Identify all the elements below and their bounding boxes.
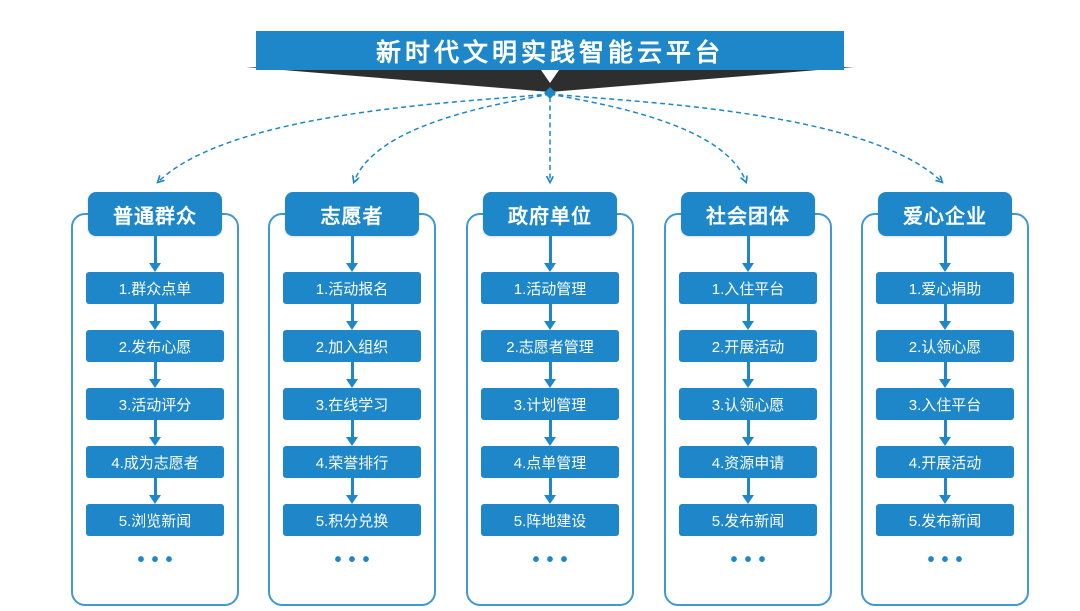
step-box: 3.在线学习 bbox=[283, 388, 421, 420]
step-box: 5.阵地建设 bbox=[481, 504, 619, 536]
arrow-down-icon bbox=[149, 304, 161, 330]
column-social-groups: 社会团体 1.入住平台 2.开展活动 3.认领心愿 4.资源申请 5.发布新闻 … bbox=[663, 192, 833, 606]
dashed-connector-5 bbox=[549, 93, 942, 182]
dashed-connector-2 bbox=[354, 93, 551, 182]
step-box: 1.入住平台 bbox=[679, 272, 817, 304]
chevron-down-icon bbox=[541, 70, 559, 83]
step-box: 2.加入组织 bbox=[283, 330, 421, 362]
arrow-down-icon bbox=[742, 236, 754, 272]
arrow-down-icon bbox=[544, 236, 556, 272]
step-box: 3.入住平台 bbox=[876, 388, 1014, 420]
dashed-connector-1 bbox=[158, 93, 551, 182]
arrow-down-icon bbox=[742, 478, 754, 504]
arrow-down-icon bbox=[939, 304, 951, 330]
step-box: 1.活动报名 bbox=[283, 272, 421, 304]
step-box: 2.志愿者管理 bbox=[481, 330, 619, 362]
arrow-down-icon bbox=[939, 420, 951, 446]
arrow-down-icon bbox=[346, 304, 358, 330]
step-box: 2.认领心愿 bbox=[876, 330, 1014, 362]
platform-title: 新时代文明实践智能云平台 bbox=[375, 38, 724, 67]
step-box: 2.发布心愿 bbox=[86, 330, 224, 362]
arrow-down-icon bbox=[544, 304, 556, 330]
ellipsis-more: ••• bbox=[334, 549, 377, 571]
step-box: 4.荣誉排行 bbox=[283, 446, 421, 478]
column-header: 社会团体 bbox=[681, 192, 815, 236]
step-box: 5.浏览新闻 bbox=[86, 504, 224, 536]
column-volunteers: 志愿者 1.活动报名 2.加入组织 3.在线学习 4.荣誉排行 5.积分兑换 •… bbox=[267, 192, 437, 606]
ellipsis-more: ••• bbox=[137, 549, 180, 571]
step-box: 3.计划管理 bbox=[481, 388, 619, 420]
step-box: 1.活动管理 bbox=[481, 272, 619, 304]
arrow-down-icon bbox=[346, 362, 358, 388]
dashed-connector-4 bbox=[549, 93, 746, 182]
arrow-down-icon bbox=[939, 478, 951, 504]
step-box: 4.成为志愿者 bbox=[86, 446, 224, 478]
column-government-units: 政府单位 1.活动管理 2.志愿者管理 3.计划管理 4.点单管理 5.阵地建设… bbox=[465, 192, 635, 606]
arrow-down-icon bbox=[939, 362, 951, 388]
arrow-down-icon bbox=[149, 236, 161, 272]
arrow-down-icon bbox=[346, 478, 358, 504]
step-box: 3.活动评分 bbox=[86, 388, 224, 420]
column-ordinary-people: 普通群众 1.群众点单 2.发布心愿 3.活动评分 4.成为志愿者 5.浏览新闻… bbox=[70, 192, 240, 606]
ellipsis-more: ••• bbox=[927, 549, 970, 571]
step-box: 1.爱心捐助 bbox=[876, 272, 1014, 304]
step-box: 1.群众点单 bbox=[86, 272, 224, 304]
arrow-down-icon bbox=[742, 420, 754, 446]
column-charity-enterprises: 爱心企业 1.爱心捐助 2.认领心愿 3.入住平台 4.开展活动 5.发布新闻 … bbox=[860, 192, 1030, 606]
arrow-down-icon bbox=[939, 236, 951, 272]
column-header: 普通群众 bbox=[88, 192, 222, 236]
arrow-down-icon bbox=[346, 420, 358, 446]
arrow-down-icon bbox=[544, 362, 556, 388]
arrow-down-icon bbox=[149, 420, 161, 446]
column-header: 政府单位 bbox=[483, 192, 617, 236]
step-box: 5.发布新闻 bbox=[679, 504, 817, 536]
fan-origin-dot-icon bbox=[544, 87, 556, 99]
arrow-down-icon bbox=[742, 362, 754, 388]
step-box: 3.认领心愿 bbox=[679, 388, 817, 420]
arrow-down-icon bbox=[742, 304, 754, 330]
step-box: 4.点单管理 bbox=[481, 446, 619, 478]
arrow-down-icon bbox=[346, 236, 358, 272]
ellipsis-more: ••• bbox=[532, 549, 575, 571]
arrow-down-icon bbox=[544, 478, 556, 504]
step-box: 2.开展活动 bbox=[679, 330, 817, 362]
arrow-down-icon bbox=[149, 362, 161, 388]
step-box: 5.发布新闻 bbox=[876, 504, 1014, 536]
step-box: 4.开展活动 bbox=[876, 446, 1014, 478]
platform-title-banner: 新时代文明实践智能云平台 bbox=[256, 31, 844, 70]
column-header: 志愿者 bbox=[285, 192, 419, 236]
step-box: 5.积分兑换 bbox=[283, 504, 421, 536]
arrow-down-icon bbox=[544, 420, 556, 446]
column-header: 爱心企业 bbox=[878, 192, 1012, 236]
ellipsis-more: ••• bbox=[730, 549, 773, 571]
step-box: 4.资源申请 bbox=[679, 446, 817, 478]
arrow-down-icon bbox=[149, 478, 161, 504]
